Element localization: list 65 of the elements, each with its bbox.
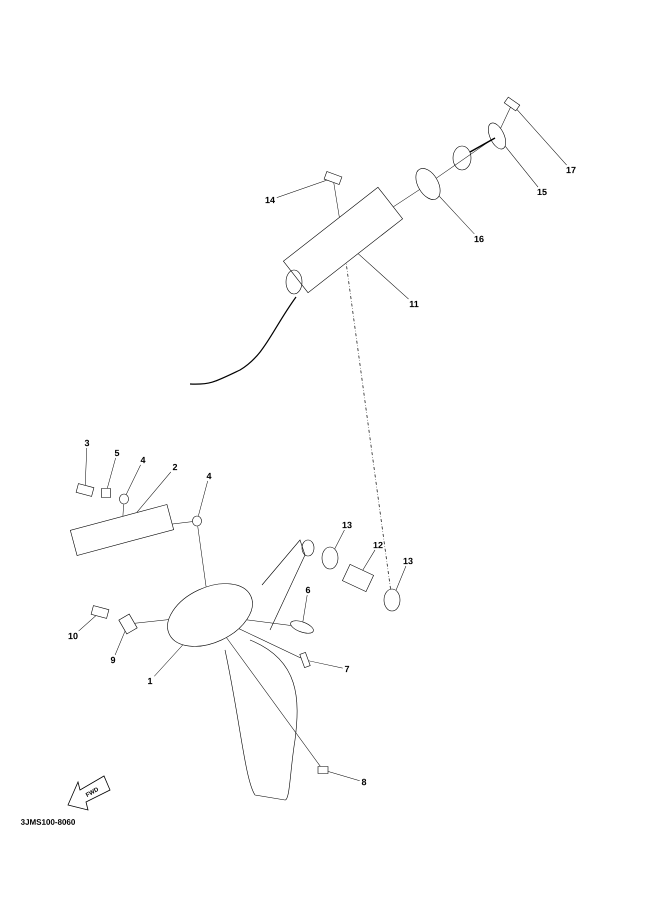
callout-number: 7 bbox=[344, 666, 350, 672]
leader-line bbox=[358, 254, 409, 300]
leader-line bbox=[362, 550, 376, 570]
assembly-line bbox=[226, 637, 320, 766]
assembly-line bbox=[122, 504, 124, 516]
assembly-line bbox=[238, 628, 301, 658]
assembly-line bbox=[246, 620, 292, 626]
leader-line bbox=[334, 530, 345, 549]
callout-number: 9 bbox=[110, 656, 116, 664]
callout-number: 4 bbox=[140, 456, 146, 464]
leader-line bbox=[396, 566, 406, 590]
washer-drawing bbox=[192, 516, 202, 526]
assembly-line bbox=[436, 140, 492, 178]
leader-line bbox=[198, 480, 208, 516]
collar-drawing bbox=[101, 488, 111, 498]
grommet-drawing bbox=[290, 620, 314, 634]
leader-line bbox=[439, 196, 475, 234]
leader-line bbox=[114, 631, 126, 656]
callout-number: 6 bbox=[306, 586, 310, 594]
callout-number: 15 bbox=[538, 188, 547, 196]
callout-number: 13 bbox=[342, 522, 352, 528]
part-code: 3JMS100-8060 bbox=[20, 819, 75, 825]
leader-line bbox=[505, 146, 538, 188]
tail-pipe-drawing bbox=[452, 122, 506, 170]
leader-line bbox=[516, 109, 567, 166]
callout-number: 10 bbox=[68, 632, 78, 640]
assembly-line bbox=[134, 619, 169, 624]
leader-line bbox=[154, 644, 183, 677]
bolt-drawing bbox=[90, 605, 110, 619]
callout-number: 8 bbox=[362, 778, 366, 786]
leader-line bbox=[84, 448, 88, 486]
callout-number: 17 bbox=[566, 166, 576, 174]
assembly-line bbox=[346, 262, 391, 590]
gasket-drawing bbox=[416, 168, 440, 200]
callout-number: 2 bbox=[172, 464, 178, 470]
assembly-line bbox=[334, 182, 340, 218]
bolt-drawing bbox=[76, 483, 94, 497]
callout-number: 5 bbox=[114, 450, 120, 456]
callout-number: 12 bbox=[374, 542, 383, 548]
callout-number: 1 bbox=[148, 678, 152, 684]
bolt-drawing bbox=[324, 171, 342, 185]
leader-line bbox=[276, 180, 327, 198]
leader-line bbox=[302, 594, 308, 622]
callout-number: 11 bbox=[410, 300, 418, 308]
callout-number: 16 bbox=[474, 236, 484, 242]
leader-line bbox=[78, 616, 96, 632]
expansion-chamber-drawing bbox=[167, 583, 253, 647]
callout-number: 13 bbox=[404, 558, 413, 564]
assembly-line bbox=[172, 521, 192, 524]
assembly-line bbox=[197, 526, 206, 587]
leader-line bbox=[107, 458, 116, 488]
leader-line bbox=[126, 464, 141, 495]
leader-line bbox=[328, 771, 360, 781]
callout-number: 3 bbox=[84, 440, 90, 446]
clamp-drawing bbox=[384, 588, 400, 612]
clamp-drawing bbox=[322, 546, 338, 570]
washer-drawing bbox=[119, 494, 129, 504]
leader-line bbox=[136, 472, 172, 512]
leader-line bbox=[308, 660, 343, 668]
stud-drawing bbox=[299, 652, 311, 668]
assembly-line bbox=[393, 189, 420, 207]
nut-drawing bbox=[318, 766, 328, 774]
callout-number: 4 bbox=[206, 472, 212, 480]
screw-drawing bbox=[504, 96, 520, 112]
assembly-line bbox=[500, 107, 511, 128]
